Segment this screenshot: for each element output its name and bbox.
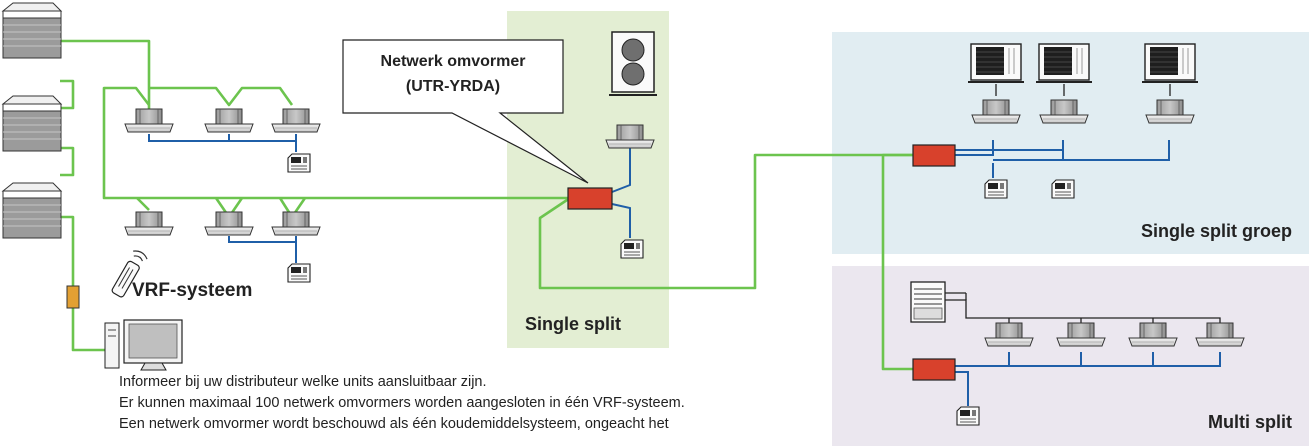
multi-split-outdoor-unit (910, 281, 946, 323)
single-split-outdoor-unit (609, 31, 657, 96)
indoor-unit-cassette (204, 211, 254, 236)
indoor-unit-cassette (271, 108, 321, 133)
indoor-unit-cassette (124, 211, 174, 236)
green-network-lines (60, 39, 913, 371)
note-line-3: Een netwerk omvormer wordt beschouwd als… (119, 416, 669, 432)
outdoor-unit-small (1141, 43, 1199, 83)
outdoor-unit-small (1035, 43, 1093, 83)
indoor-unit-cassette (204, 108, 254, 133)
vrf-outdoor-unit-3 (2, 182, 62, 239)
network-converter-icon (912, 358, 956, 381)
single-split-group-label: Single split groep (1141, 221, 1292, 241)
wired-remote-icon (984, 179, 1008, 199)
wireless-remote-icon (111, 250, 148, 298)
callout-bubble (342, 39, 589, 184)
wired-remote-icon (956, 406, 980, 426)
wired-remote-icon (287, 153, 311, 173)
note-line-1: Informeer bij uw distributeur welke unit… (119, 374, 487, 390)
indoor-unit-cassette (124, 108, 174, 133)
notes-text: Informeer bij uw distributeur welke unit… (119, 372, 819, 435)
callout-line-2: (UTR-YRDA) (406, 78, 500, 95)
network-converter-icon (912, 144, 956, 167)
vrf-outdoor-unit-1 (2, 2, 62, 59)
blue-lines (148, 134, 1221, 406)
network-converter-icon (567, 187, 613, 210)
indoor-unit-cassette (271, 211, 321, 236)
single-split-label: Single split (525, 314, 621, 334)
pc-icon (104, 319, 183, 371)
multi-split-label: Multi split (1208, 412, 1292, 432)
wired-remote-icon (287, 263, 311, 283)
outdoor-unit-small (967, 43, 1025, 83)
adapter-icon (66, 285, 80, 309)
wired-remote-icon (620, 239, 644, 259)
note-line-2: Er kunnen maximaal 100 netwerk omvormers… (119, 395, 685, 411)
vrf-outdoor-unit-2 (2, 95, 62, 152)
callout-line-1: Netwerk omvormer (381, 53, 526, 70)
wired-remote-icon (1051, 179, 1075, 199)
vrf-label: VRF-systeem (132, 280, 252, 301)
